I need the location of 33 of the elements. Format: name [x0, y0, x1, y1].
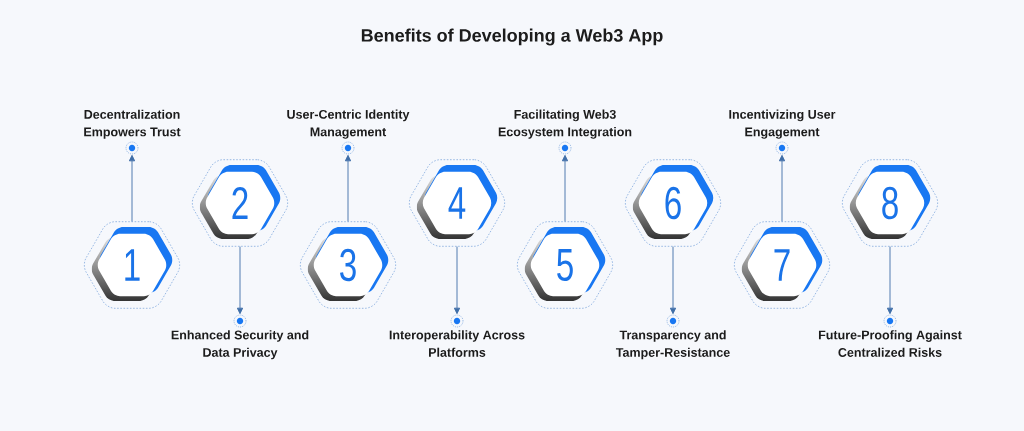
numbered-hexagon: 2	[192, 159, 288, 247]
numbered-hexagon: 7	[734, 221, 830, 309]
dot-marker	[558, 141, 572, 155]
arrow	[128, 154, 136, 222]
arrow	[886, 246, 894, 315]
dot-marker	[341, 141, 355, 155]
numbered-hexagon: 5	[517, 221, 613, 309]
numbered-hexagon: 6	[625, 159, 721, 247]
arrow	[778, 154, 786, 222]
dot-marker	[450, 314, 464, 328]
dot-marker	[775, 141, 789, 155]
dot-marker	[125, 141, 139, 155]
dot-marker	[233, 314, 247, 328]
benefit-text: Incentivizing User Engagement	[729, 109, 836, 139]
arrow	[236, 246, 244, 315]
benefit-text: Decentralization Empowers Trust	[84, 109, 181, 139]
numbered-hexagon: 1	[84, 221, 180, 309]
arrow	[669, 246, 677, 315]
benefit-text: Transparency and Tamper-Resistance	[615, 330, 730, 360]
benefit-text: Facilitating Web3 Ecosystem Integration	[498, 109, 632, 139]
benefit-text: Enhanced Security and Data Privacy	[171, 330, 309, 360]
dot-marker	[883, 314, 897, 328]
benefit-text: Future-Proofing Against Centralized Risks	[818, 330, 962, 357]
arrow	[453, 246, 461, 315]
numbered-hexagon: 4	[409, 159, 505, 247]
title: Benefits of Developing a Web3 App	[361, 28, 663, 46]
numbered-hexagon: 3	[300, 221, 396, 309]
arrow	[561, 154, 569, 222]
benefit-text: Interoperability Across Platforms	[389, 330, 525, 357]
dot-marker	[666, 314, 680, 328]
numbered-hexagon: 8	[842, 159, 938, 247]
benefit-text: User-Centric Identity Management	[287, 109, 410, 139]
arrow	[344, 154, 352, 222]
